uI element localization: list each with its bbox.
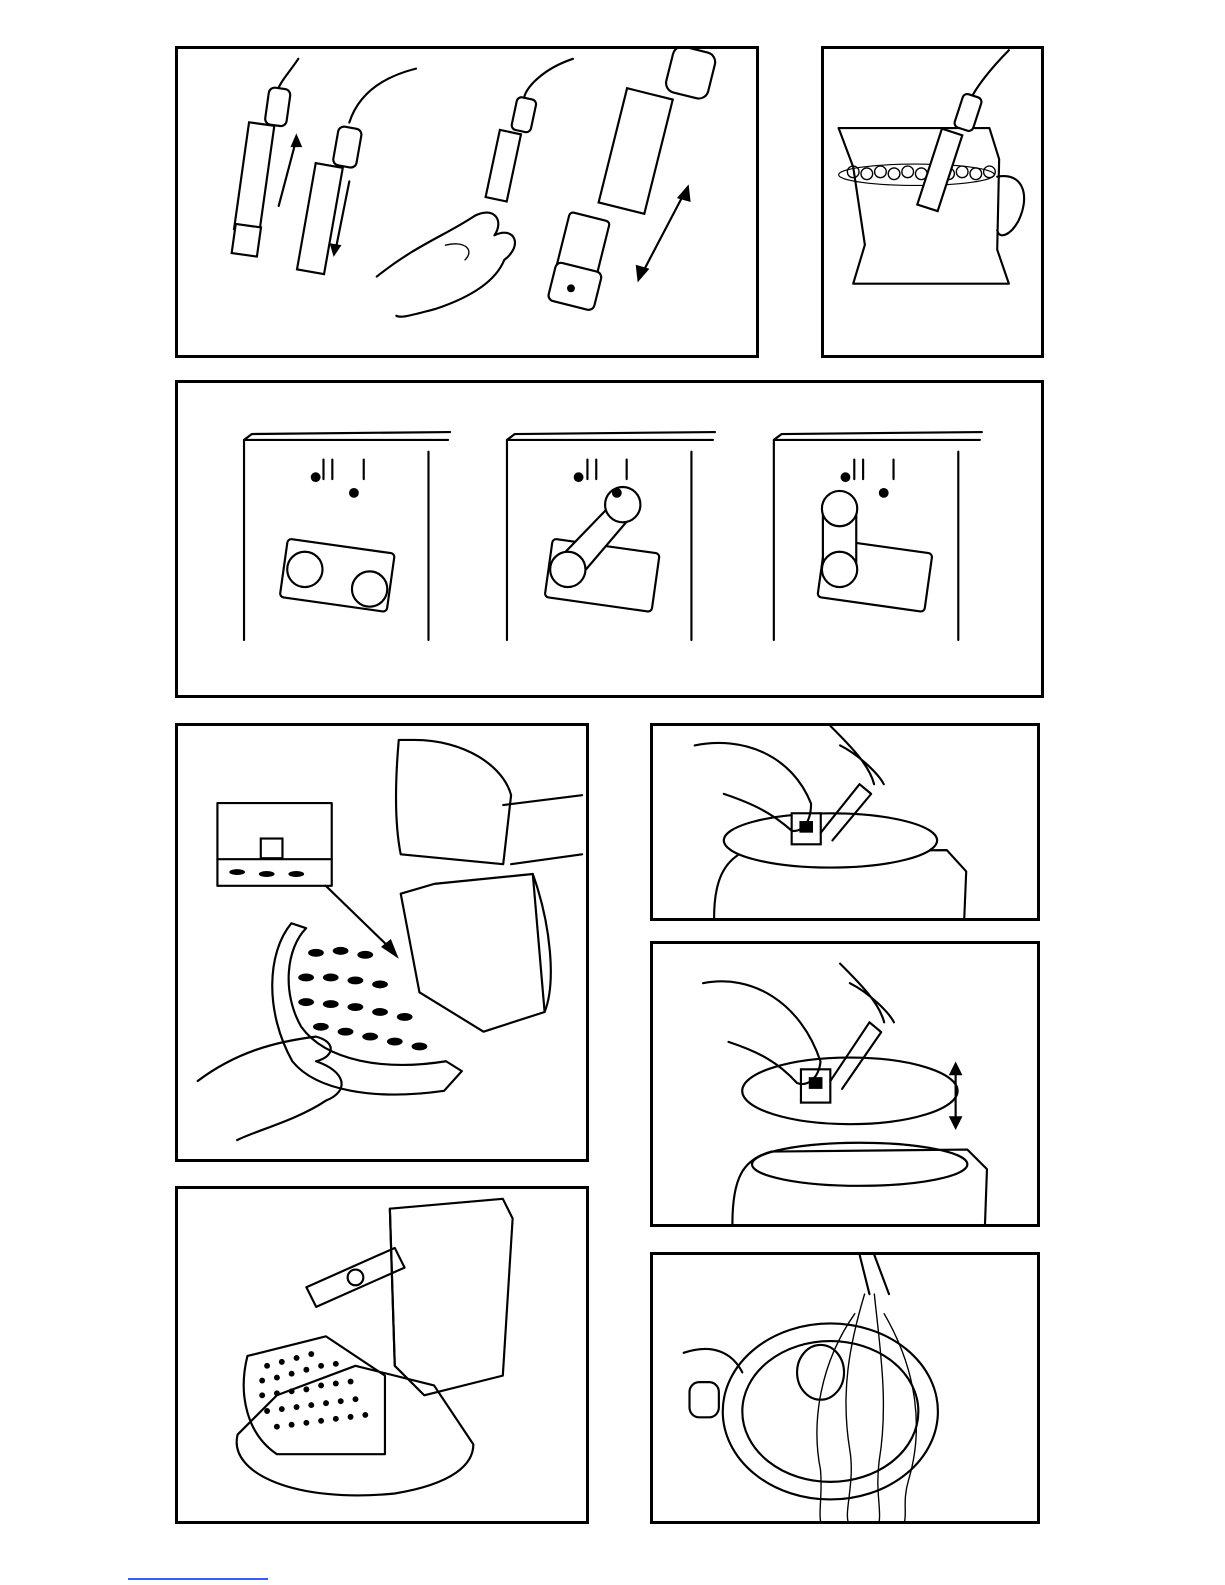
filter-release-illustration [653, 726, 1037, 918]
panel-filter-release [650, 723, 1040, 921]
filter-lift-illustration [653, 944, 1037, 1224]
grid-holes [259, 1351, 368, 1430]
rinse-illustration [653, 1255, 1037, 1521]
nozzle-illustration [178, 49, 756, 355]
lever-illustration [178, 383, 1041, 695]
panel-tray-tank [175, 1186, 589, 1524]
panel-lever-positions [175, 380, 1044, 698]
tray-holes [298, 947, 427, 1050]
tray-tank-illustration [178, 1189, 586, 1521]
lever-position-2 [507, 432, 715, 640]
page-link-underline [128, 1578, 268, 1580]
milk-foam [839, 164, 996, 185]
panel-jug [821, 46, 1044, 358]
panel-drip-tray [175, 723, 589, 1162]
lever-position-1 [244, 432, 450, 640]
panel-filter-lift [650, 941, 1040, 1227]
drip-tray-illustration [178, 726, 586, 1159]
lever-position-3 [774, 432, 982, 640]
jug-illustration [824, 49, 1041, 355]
panel-steam-nozzle [175, 46, 759, 358]
panel-rinse [650, 1252, 1040, 1524]
